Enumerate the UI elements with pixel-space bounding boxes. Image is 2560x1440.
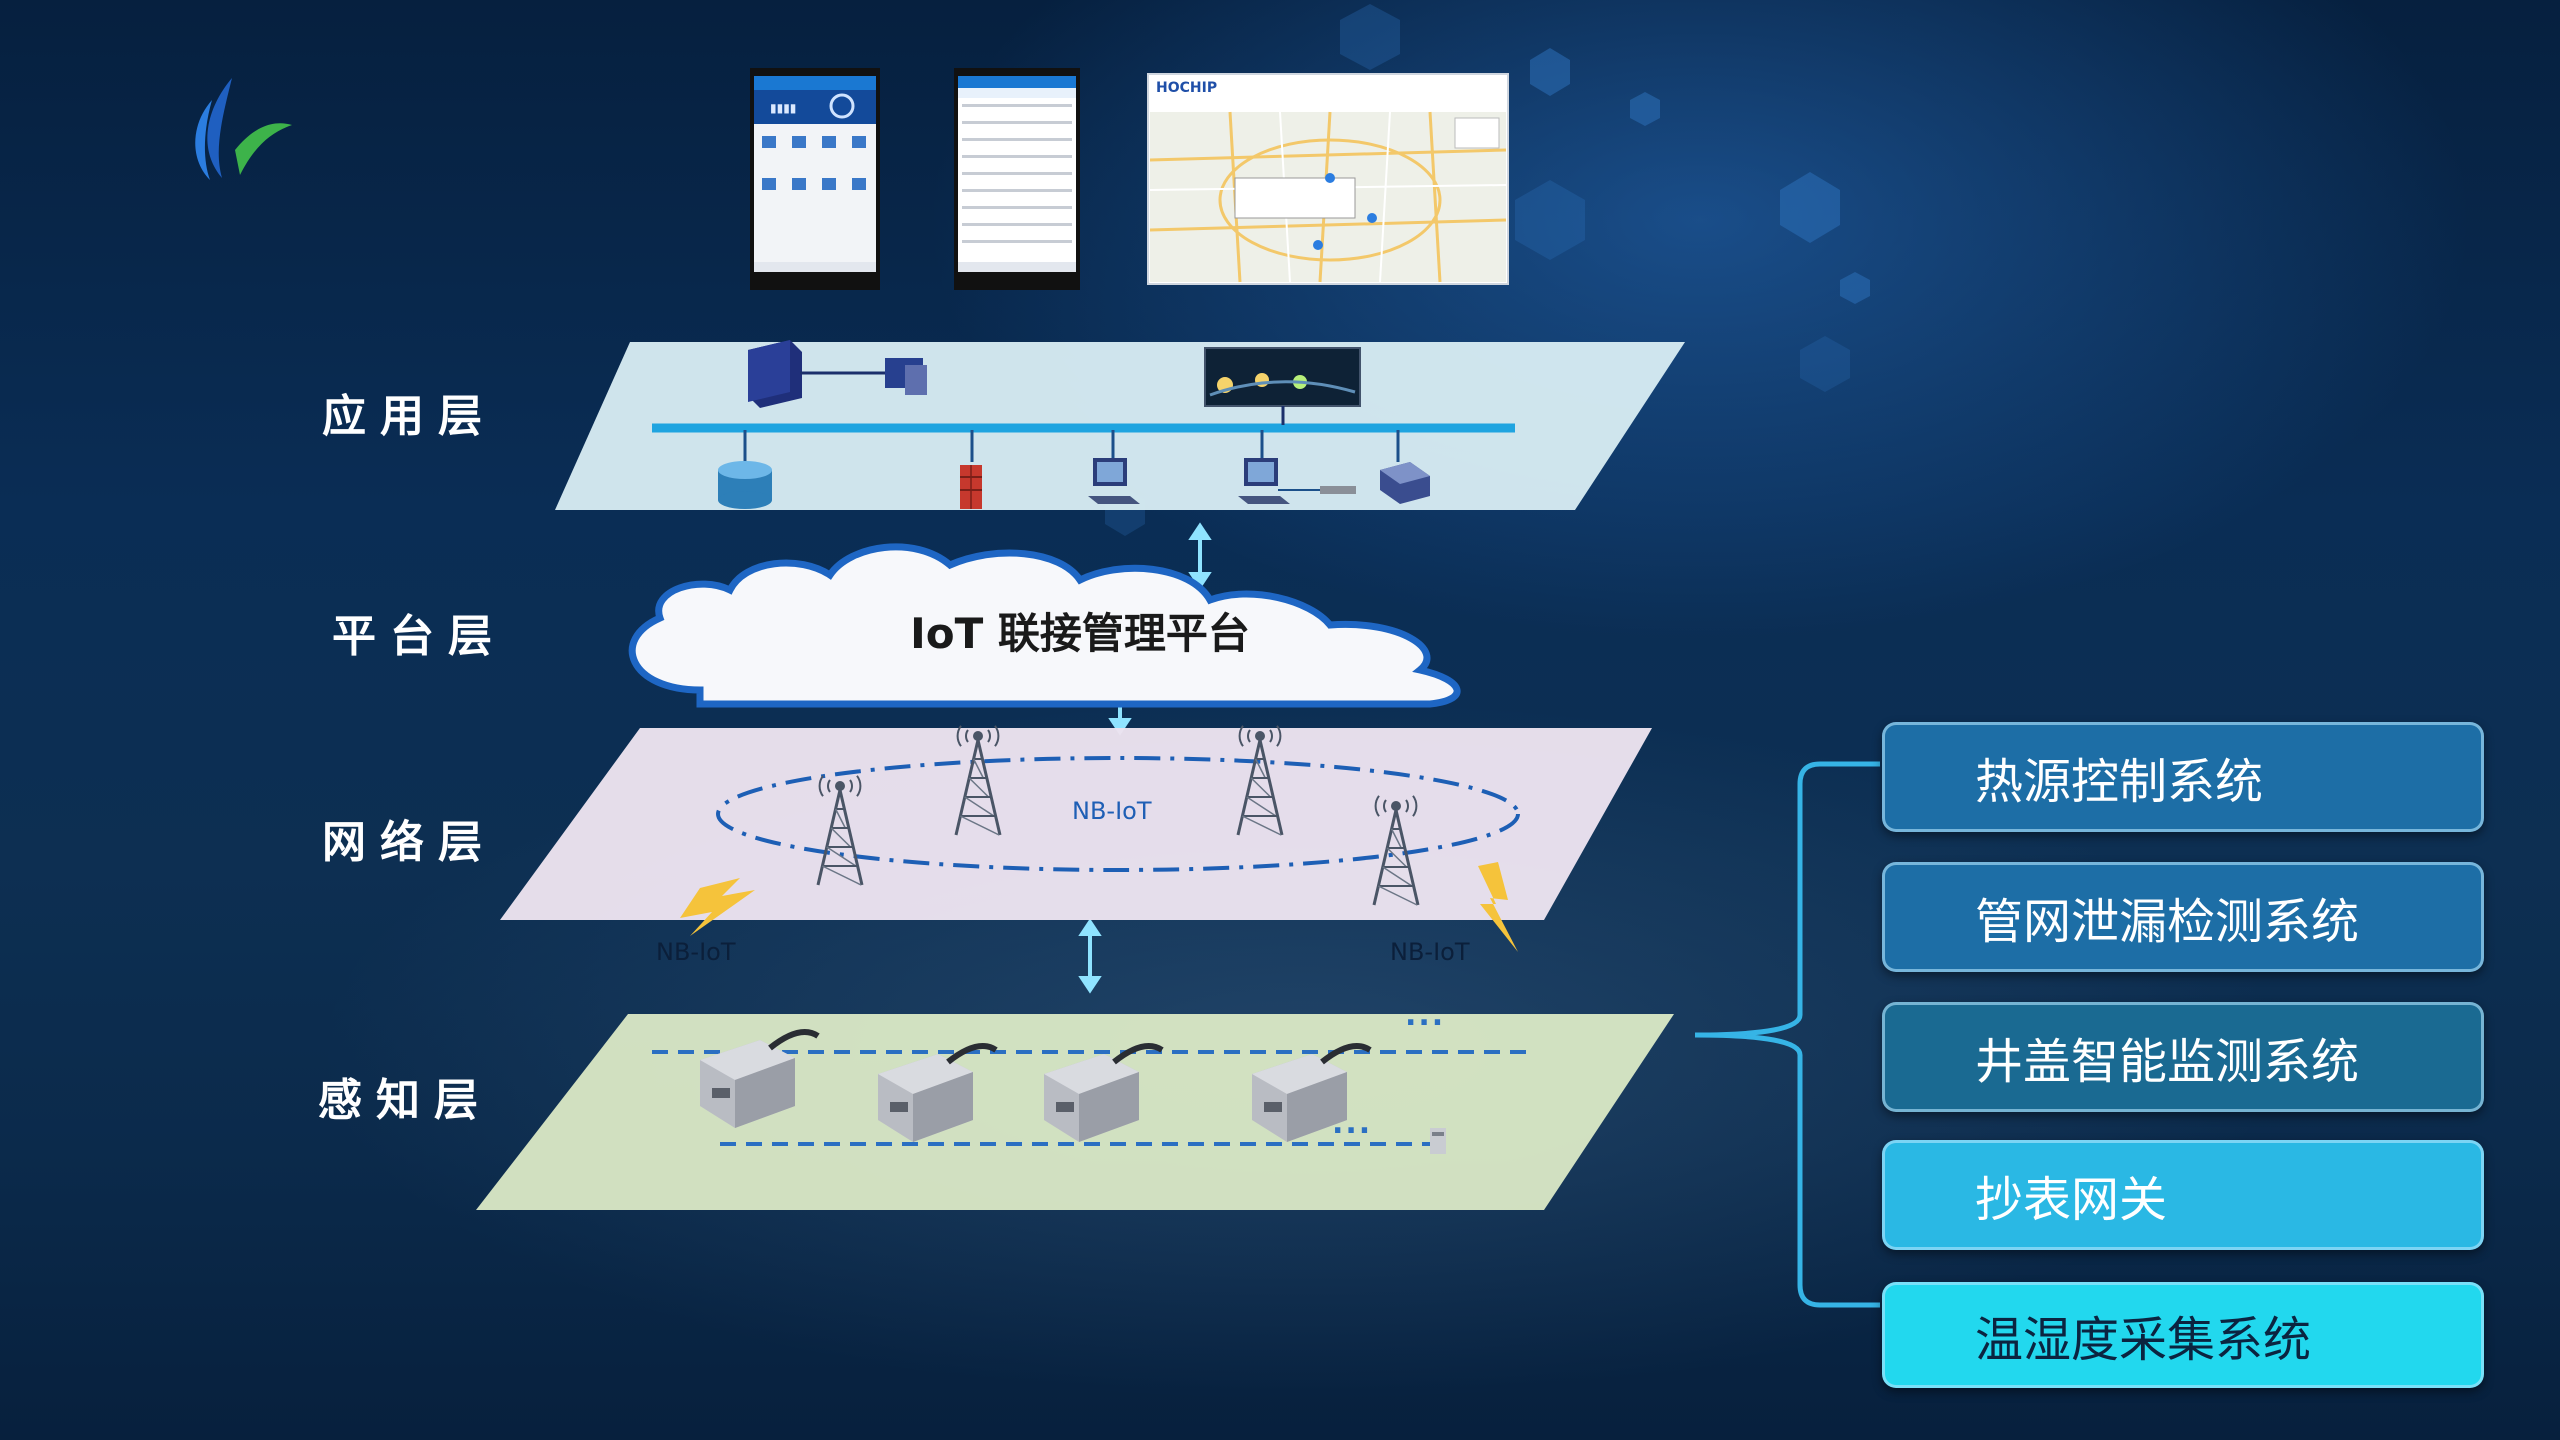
system-box-temp-humidity[interactable]: 温湿度采集系统 (1882, 1282, 2484, 1388)
mobile-app-screenshot-list (954, 68, 1080, 290)
list-row-line (962, 189, 1072, 192)
platform-layer-label: 平台层 (332, 611, 506, 662)
lightning-icon-left (680, 878, 755, 936)
cloud-shape (628, 543, 1461, 708)
base-station-towers (816, 725, 1420, 906)
sensor-device-icon (1044, 1043, 1164, 1142)
firewall-icon (960, 465, 982, 509)
cloud-platform-title: IoT 联接管理平台 (910, 609, 1250, 658)
map-brand-logo: HOCHIP (1156, 80, 1217, 96)
nb-iot-ring-label: NB-IoT (1072, 797, 1152, 825)
nb-iot-ring (716, 756, 1520, 872)
system-label: 热源控制系统 (1975, 754, 2264, 810)
network-layer-label: 网络层 (322, 817, 496, 868)
network-plane (500, 728, 1652, 920)
workstation-switch-icon (1238, 458, 1356, 504)
lightning-icon-right (1478, 862, 1518, 952)
list-row-line (962, 138, 1072, 141)
router-icon (1380, 462, 1430, 504)
web-map-screenshot: HOCHIP (1147, 73, 1509, 285)
tower-icon (1372, 795, 1420, 906)
system-box-leak-detection[interactable]: 管网泄漏检测系统 (1882, 862, 2484, 972)
company-logo (195, 78, 292, 180)
list-row-line (962, 172, 1072, 175)
system-box-meter-gateway[interactable]: 抄表网关 (1882, 1140, 2484, 1250)
list-row-line (962, 104, 1072, 107)
sensor-device-icon (700, 1029, 820, 1128)
system-label: 管网泄漏检测系统 (1975, 894, 2360, 950)
system-label: 井盖智能监测系统 (1975, 1034, 2360, 1090)
system-label: 温湿度采集系统 (1975, 1312, 2312, 1368)
storage-device-icon (885, 358, 927, 395)
system-label: 抄表网关 (1975, 1172, 2168, 1228)
nb-iot-side-label-left: NB-IoT (656, 938, 736, 966)
perception-layer-label: 感知层 (318, 1075, 492, 1126)
more-sensors-ellipsis: ... (1332, 1106, 1373, 1141)
mobile-app-screenshot-home: ▮▮▮▮ (750, 68, 880, 290)
list-row-line (962, 223, 1072, 226)
workstation-icon (1088, 458, 1140, 504)
tower-icon (954, 725, 1002, 836)
system-box-manhole-monitoring[interactable]: 井盖智能监测系统 (1882, 1002, 2484, 1112)
nb-iot-side-label-right: NB-IoT (1390, 938, 1470, 966)
sensor-devices (700, 1029, 1372, 1142)
tower-icon (1236, 725, 1284, 836)
system-box-heat-source[interactable]: 热源控制系统 (1882, 722, 2484, 832)
list-row-line (962, 155, 1072, 158)
application-layer-label: 应用层 (322, 391, 496, 442)
list-row-line (962, 121, 1072, 124)
sensor-device-icon (1252, 1043, 1372, 1142)
server-icon (748, 340, 885, 408)
sensor-device-icon (878, 1043, 998, 1142)
bus-drops (743, 430, 1400, 462)
small-gateway-icon (1430, 1128, 1446, 1154)
video-wall-icon (1204, 347, 1361, 425)
tower-icon (816, 775, 864, 886)
database-icon (718, 461, 772, 509)
more-network-ellipsis: ... (1405, 998, 1446, 1033)
list-row-line (962, 240, 1072, 243)
systems-bracket (1694, 761, 1880, 1308)
svg-text:▮▮▮▮: ▮▮▮▮ (770, 101, 796, 115)
list-row-line (962, 206, 1072, 209)
